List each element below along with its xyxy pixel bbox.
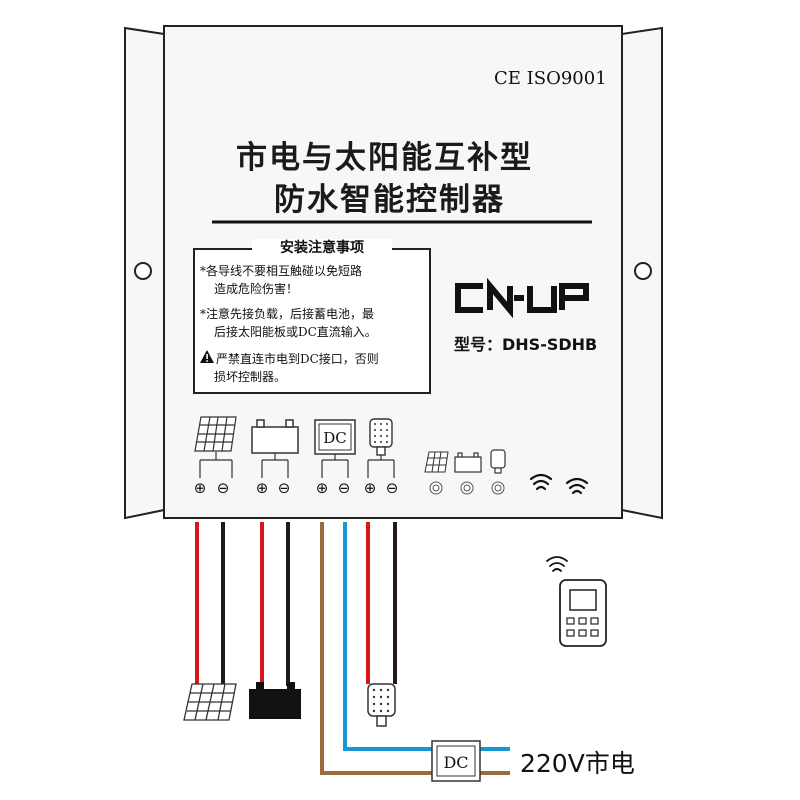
indicator-lamp-icon	[490, 449, 506, 474]
wireless-signal-icon	[529, 473, 553, 491]
positive-symbol: ⊕	[256, 479, 269, 497]
warning-triangle-icon	[200, 350, 214, 363]
terminal-dc-icon	[314, 419, 356, 455]
notice-line: *各导线不要相互触碰以免短路	[200, 264, 363, 278]
dc-power-box	[431, 740, 481, 782]
mains-label: 220V市电	[520, 749, 635, 778]
notice-line: 损坏控制器。	[214, 370, 287, 384]
negative-symbol: ⊖	[217, 479, 230, 497]
polarity-symbols: ⊕ ⊖ ⊕ ⊖ ⊕ ⊖ ⊕ ⊖	[194, 479, 399, 497]
model-number: 型号：DHS-SDHB	[454, 335, 598, 354]
positive-symbol: ⊕	[194, 479, 207, 497]
negative-symbol: ⊖	[278, 479, 291, 497]
right-mounting-bracket	[621, 26, 663, 520]
street-lamp-icon	[367, 683, 396, 727]
terminal-lamp-icon	[369, 418, 393, 456]
dc-input-wires	[320, 522, 510, 775]
certification-mark: CE ISO9001	[494, 68, 607, 89]
indicator-battery-icon	[454, 452, 482, 473]
brand-logo	[455, 277, 589, 319]
positive-symbol: ⊕	[316, 479, 329, 497]
notice-line: 严禁直连市电到DC接口，否则	[216, 352, 379, 366]
indicator-leds	[429, 481, 505, 495]
product-title-line-1: 市电与太阳能互补型	[236, 140, 533, 176]
left-mounting-bracket	[124, 26, 165, 520]
remote-control-icon	[546, 556, 607, 647]
product-title-line-2: 防水智能控制器	[274, 182, 505, 218]
wireless-signal-icon	[565, 477, 589, 495]
notice-line: 后接太阳能板或DC直流输入。	[214, 325, 377, 339]
terminal-battery-icon	[251, 419, 299, 454]
solar-wires	[195, 522, 225, 684]
battery-wires	[260, 522, 290, 686]
notice-line: *注意先接负载，后接蓄电池，最	[200, 307, 375, 321]
indicator-solar-panel-icon	[424, 451, 449, 473]
terminal-branch-lines	[199, 452, 395, 478]
solar-panel-icon	[183, 683, 237, 721]
dc-power-box-label: DC	[443, 753, 468, 772]
notice-box	[193, 248, 431, 394]
terminal-lamp-dots	[374, 423, 388, 443]
battery-icon	[249, 682, 301, 719]
street-lamp-dots	[372, 688, 390, 713]
lamp-wires	[366, 522, 397, 684]
negative-symbol: ⊖	[338, 479, 351, 497]
terminal-solar-panel-icon	[194, 416, 237, 452]
positive-symbol: ⊕	[364, 479, 377, 497]
negative-symbol: ⊖	[386, 479, 399, 497]
terminal-dc-label: DC	[323, 429, 347, 447]
notice-heading: 安装注意事项	[252, 239, 392, 257]
notice-line: 造成危险伤害！	[214, 282, 299, 296]
